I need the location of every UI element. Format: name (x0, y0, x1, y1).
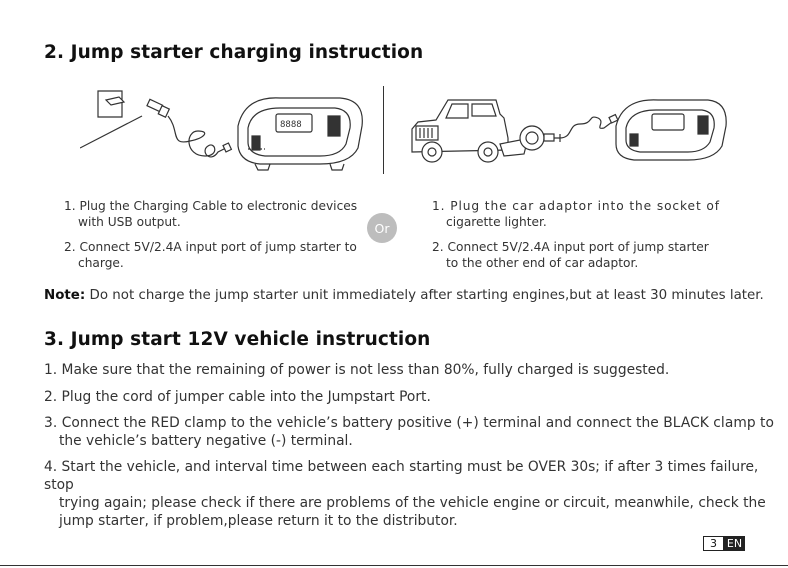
vehicle-step-2: 2. Plug the cord of jumper cable into th… (44, 388, 431, 406)
vehicle-step-4-line-3: jump starter, if problem,please return i… (59, 513, 458, 529)
left-step-1-line-2: with USB output. (78, 215, 181, 229)
left-step-2-line-1: 2. Connect 5V/2.4A input port of jump st… (64, 240, 357, 254)
page-number: 3 (703, 536, 724, 551)
or-badge: Or (367, 213, 397, 243)
right-step-1: 1. Plug the car adaptor into the socket … (432, 198, 720, 230)
right-step-2-line-1: 2. Connect 5V/2.4A input port of jump st… (432, 240, 709, 254)
car-adaptor-charging-illustration (408, 94, 728, 174)
right-step-2: 2. Connect 5V/2.4A input port of jump st… (432, 239, 709, 271)
language-tag: EN (724, 536, 745, 551)
vehicle-step-3: 3. Connect the RED clamp to the vehicle’… (44, 414, 774, 450)
vehicle-step-4-line-1: 4. Start the vehicle, and interval time … (44, 459, 759, 493)
usb-charging-illustration: 8888 (80, 86, 370, 174)
device-lcd-readout: 8888 (280, 120, 302, 130)
left-step-2: 2. Connect 5V/2.4A input port of jump st… (64, 239, 357, 271)
vehicle-step-1-line-1: 1. Make sure that the remaining of power… (44, 362, 670, 378)
column-divider (383, 86, 384, 174)
charging-note: Note: Do not charge the jump starter uni… (44, 288, 764, 303)
vehicle-step-4-line-2: trying again; please check if there are … (59, 495, 766, 511)
left-step-1: 1. Plug the Charging Cable to electronic… (64, 198, 357, 230)
left-step-2-line-2: charge. (78, 256, 124, 270)
vehicle-step-3-line-1: 3. Connect the RED clamp to the vehicle’… (44, 415, 775, 431)
right-step-2-line-2: to the other end of car adaptor. (446, 256, 639, 270)
section-3-heading: 3. Jump start 12V vehicle instruction (44, 329, 431, 350)
vehicle-step-4: 4. Start the vehicle, and interval time … (44, 458, 788, 530)
section-2-heading: 2. Jump starter charging instruction (44, 42, 424, 63)
note-label: Note: (44, 288, 86, 303)
vehicle-step-1: 1. Make sure that the remaining of power… (44, 361, 669, 379)
vehicle-step-2-line-1: 2. Plug the cord of jumper cable into th… (44, 389, 431, 405)
vehicle-step-3-line-2: the vehicle’s battery negative (-) termi… (59, 433, 353, 449)
note-text: Do not charge the jump starter unit imme… (85, 288, 764, 303)
footer-rule (0, 565, 788, 566)
left-step-1-line-1: 1. Plug the Charging Cable to electronic… (64, 199, 358, 213)
page-marker: 3 EN (703, 536, 745, 551)
right-step-1-line-1: 1. Plug the car adaptor into the socket … (432, 199, 720, 213)
right-step-1-line-2: cigarette lighter. (446, 215, 547, 229)
